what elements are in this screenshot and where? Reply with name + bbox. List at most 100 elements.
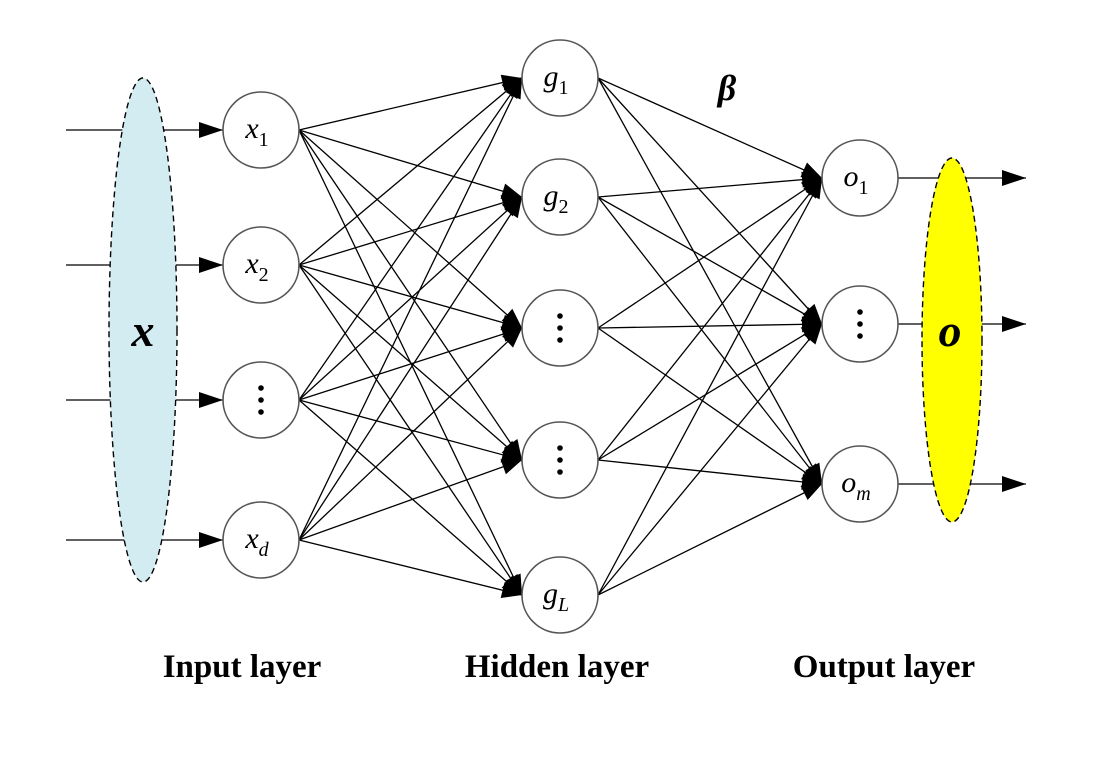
input-node-circle (222, 226, 300, 304)
output-node-label: om (841, 466, 870, 505)
arrowhead-hidden-4-output-2 (800, 484, 822, 501)
arrowhead-hidden-4-output-1 (803, 324, 822, 345)
input-node-0: x1 (222, 91, 300, 169)
edge-input-1-hidden-0 (298, 77, 523, 266)
input-node-circle (222, 501, 300, 579)
ellipsis-dot (557, 457, 563, 463)
output-node-circle (821, 445, 899, 523)
edge-hidden-3-output-1 (597, 323, 823, 461)
arrowhead-input-2-hidden-3 (500, 447, 522, 463)
input-node-label: x2 (244, 247, 268, 286)
ellipsis-dot (557, 313, 563, 319)
hidden-node-label: gL (543, 577, 569, 616)
output-node-circle (821, 139, 899, 217)
input-vector-label: x (131, 305, 155, 356)
edge-hidden-2-output-0 (597, 177, 823, 329)
arrowhead-input-3-hidden-4 (500, 582, 522, 598)
output-node-0: o1 (821, 139, 899, 217)
input-feed-arrow-1 (199, 257, 223, 273)
input-feed-arrow-0 (199, 122, 223, 138)
edge-hidden-4-output-2 (597, 483, 823, 596)
edge-input-1-hidden-1 (298, 196, 523, 266)
output-layer-label: Output layer (793, 649, 975, 685)
ellipsis-dot (258, 385, 264, 391)
hidden-node-circle (521, 158, 599, 236)
arrowhead-input-0-hidden-2 (501, 308, 522, 328)
edge-hidden-2-output-1 (597, 323, 823, 329)
input-node-label: x1 (244, 112, 268, 151)
input-layer-label: Input layer (163, 649, 322, 685)
arrowhead-input-3-hidden-0 (506, 78, 522, 100)
edge-input-0-hidden-3 (298, 129, 523, 461)
edge-input-0-hidden-0 (298, 77, 523, 131)
output-node-label: o1 (844, 160, 869, 199)
ellipsis-dot (857, 321, 863, 327)
edge-input-3-hidden-3 (298, 459, 523, 541)
edge-input-3-hidden-1 (298, 196, 523, 541)
input-feed-arrow-3 (199, 532, 223, 548)
ellipsis-dot (557, 445, 563, 451)
arrowhead-input-3-hidden-3 (500, 459, 522, 475)
ellipsis-dot (258, 397, 264, 403)
output-node-2: om (821, 445, 899, 523)
edge-input-2-hidden-3 (298, 399, 523, 461)
ellipsis-dot (258, 409, 264, 415)
input-node-3: xd (222, 501, 300, 579)
edge-hidden-0-output-1 (597, 77, 823, 325)
edge-input-1-hidden-2 (298, 264, 523, 329)
output-arrow-2 (1002, 476, 1026, 492)
hidden-node-circle (521, 39, 599, 117)
arrowhead-input-1-hidden-2 (500, 314, 522, 331)
arrowhead-input-3-hidden-1 (504, 197, 522, 219)
input-feed-arrow-2 (199, 392, 223, 408)
arrowhead-input-1-hidden-3 (501, 440, 522, 460)
hidden-layer-label: Hidden layer (465, 649, 649, 685)
arrowhead-input-3-hidden-2 (501, 328, 522, 348)
edge-hidden-2-output-2 (597, 327, 823, 485)
input-node-2 (222, 361, 300, 439)
edge-hidden-4-output-0 (597, 177, 823, 596)
edge-hidden-0-output-0 (597, 77, 823, 179)
edge-hidden-1-output-0 (597, 177, 823, 198)
edge-hidden-1-output-2 (597, 196, 823, 485)
output-arrow-0 (1002, 170, 1026, 186)
hidden-node-circle (521, 556, 599, 634)
hidden-node-4: gL (521, 556, 599, 634)
edge-input-3-hidden-0 (298, 77, 523, 541)
hidden-node-0: g1 (521, 39, 599, 117)
input-node-circle (222, 91, 300, 169)
hidden-node-1: g2 (521, 158, 599, 236)
arrowhead-hidden-4-output-0 (805, 178, 822, 200)
ellipsis-dot (557, 337, 563, 343)
edge-hidden-0-output-2 (597, 77, 823, 485)
edge-input-0-hidden-1 (298, 129, 523, 198)
arrowhead-input-0-hidden-1 (500, 183, 522, 199)
edge-input-3-hidden-4 (298, 539, 523, 596)
hidden-node-3 (521, 421, 599, 499)
ellipsis-dot (857, 333, 863, 339)
arrowheads (199, 74, 1026, 598)
edge-hidden-4-output-1 (597, 323, 823, 596)
connections (298, 77, 823, 596)
ellipsis-dot (857, 309, 863, 315)
weights-label-beta: β (716, 68, 737, 108)
input-node-label: xd (244, 522, 269, 561)
edge-hidden-1-output-1 (597, 196, 823, 325)
edge-input-0-hidden-2 (298, 129, 523, 329)
hidden-node-label: g2 (544, 179, 569, 218)
arrowhead-input-2-hidden-4 (501, 575, 522, 595)
hidden-node-2 (521, 289, 599, 367)
nodes: x1 x2 xd g1 g2 gL o1 om (222, 39, 899, 634)
output-arrow-1 (1002, 316, 1026, 332)
edge-input-3-hidden-2 (298, 327, 523, 541)
output-node-1 (821, 285, 899, 363)
output-vector-label: o (939, 305, 962, 356)
ellipsis-dot (557, 325, 563, 331)
edge-hidden-3-output-0 (597, 177, 823, 461)
ellipsis-dot (557, 469, 563, 475)
hidden-node-label: g1 (544, 60, 569, 99)
edge-input-2-hidden-2 (298, 327, 523, 401)
input-node-1: x2 (222, 226, 300, 304)
edge-input-2-hidden-4 (298, 399, 523, 596)
